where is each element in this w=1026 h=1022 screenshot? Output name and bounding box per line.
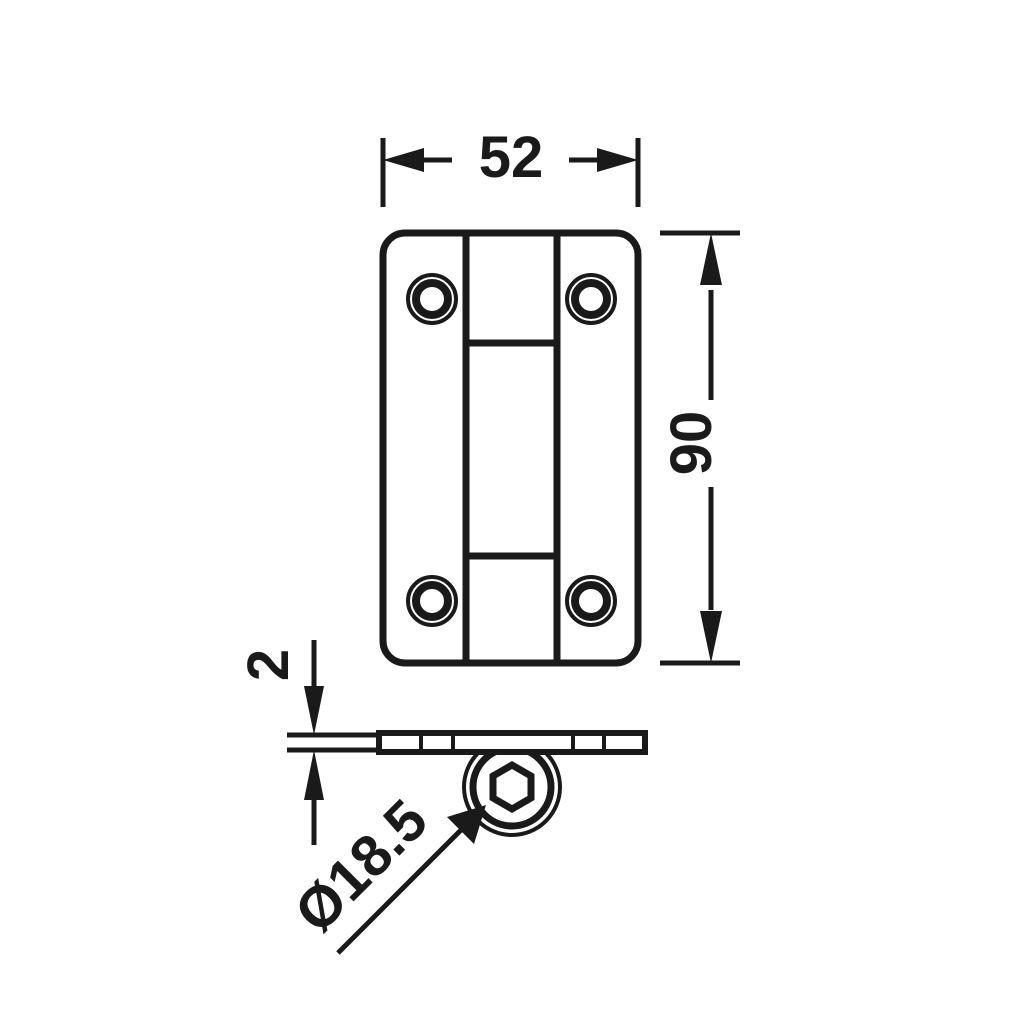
hex-socket-icon [489, 760, 535, 814]
thickness-arrowhead-top [304, 686, 324, 735]
hinge-plate-outline [379, 229, 642, 667]
plate-width-dimension: 52 [380, 125, 641, 207]
screw-hole-bottom-left [406, 575, 458, 627]
height-dimension-label: 90 [659, 411, 724, 476]
plate-height-dimension: 90 [659, 230, 740, 666]
screw-hole-top-right [565, 273, 617, 325]
diameter-dimension-label: Ø18.5 [282, 787, 440, 945]
screw-hole-bottom-right [565, 575, 617, 627]
side-view-plate-overlay [376, 730, 648, 755]
diameter-arrowhead [447, 805, 486, 844]
thickness-arrowhead-bottom [304, 750, 324, 800]
width-arrowhead-left [383, 148, 424, 172]
hinge-front-view [379, 229, 642, 667]
plate-thickness-dimension: 2 [236, 640, 377, 845]
hinge-side-view [376, 730, 648, 837]
thickness-dimension-label: 2 [236, 649, 301, 681]
width-arrowhead-right [597, 148, 638, 172]
height-arrowhead-bottom [700, 611, 722, 663]
screw-hole-top-left [406, 273, 458, 325]
height-arrowhead-top [700, 233, 722, 285]
width-dimension-label: 52 [479, 125, 544, 190]
diameter-leader-line [336, 819, 472, 955]
